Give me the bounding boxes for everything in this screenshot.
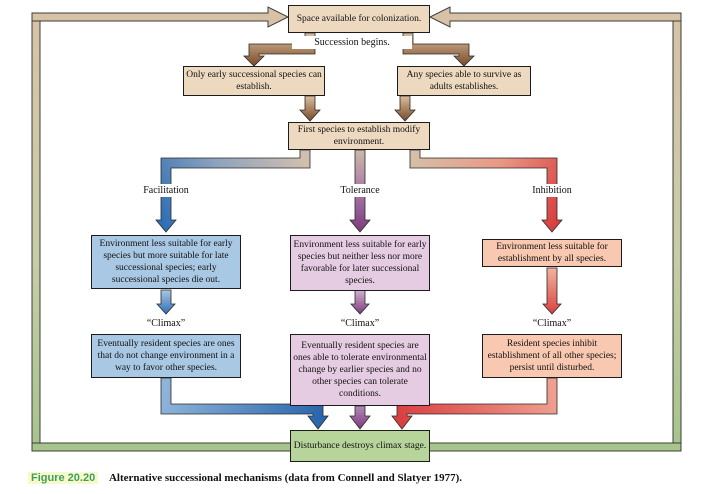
figure-caption: Figure 20.20 Alternative successional me… [28, 471, 688, 486]
box-tolerance-environment: Environment less suitable for early spec… [290, 235, 430, 291]
branch-label-inhibition: Inhibition [502, 184, 602, 197]
arrow-climax-tolerance [350, 289, 370, 315]
figure-number-label: Figure 20.20 [28, 472, 99, 484]
climax-label-inhibition: “Climax” [502, 317, 602, 330]
climax-label-facilitation: “Climax” [116, 317, 216, 330]
box-only-early-species: Only early successional species can esta… [183, 66, 325, 96]
arrow-establish-left [299, 95, 321, 122]
loop-top-left-arrow [31, 6, 290, 28]
box-inhibition-environment: Environment less suitable for establishm… [482, 239, 622, 267]
box-first-species-modify: First species to establish modify enviro… [288, 122, 430, 150]
branch-label-facilitation: Facilitation [116, 184, 216, 197]
arrow-facilitation [155, 149, 311, 233]
box-disturbance: Disturbance destroys climax stage. [290, 430, 430, 462]
loop-top-right-arrow [428, 6, 682, 28]
box-inhibition-climax: Resident species inhibit establishment o… [482, 334, 622, 378]
arrow-succession-left [243, 32, 316, 67]
figure-caption-text: Alternative successional mechanisms (dat… [108, 472, 463, 484]
box-space-available: Space available for colonization. [288, 5, 430, 33]
loop-right-band [672, 12, 682, 452]
arrow-succession-right [402, 32, 475, 67]
arrow-disturbance-blue [160, 377, 329, 430]
arrow-disturbance-purple [349, 405, 371, 430]
loop-left-band [31, 12, 41, 452]
box-facilitation-environment: Environment less suitable for early spec… [91, 235, 241, 289]
branch-label-tolerance: Tolerance [310, 184, 410, 197]
box-facilitation-climax: Eventually resident species are ones tha… [91, 334, 241, 378]
climax-label-tolerance: “Climax” [310, 317, 410, 330]
arrow-climax-inhibition [542, 267, 562, 315]
succession-begins-label: Succession begins. [292, 36, 412, 49]
arrow-establish-right [394, 95, 416, 122]
arrow-climax-facilitation [156, 289, 176, 315]
box-any-species: Any species able to survive as adults es… [397, 66, 531, 96]
succession-flowchart: Space available for colonization. Succes… [31, 5, 682, 462]
arrow-inhibition [409, 149, 563, 233]
box-tolerance-climax: Eventually resident species are ones abl… [290, 334, 430, 406]
